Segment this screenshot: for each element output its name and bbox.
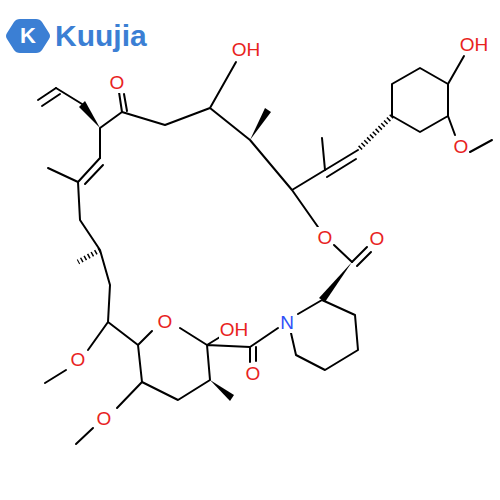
logo-icon (6, 19, 50, 53)
atom-label: N (279, 312, 295, 333)
atom-label: O (453, 136, 470, 157)
single-bonds (45, 56, 492, 444)
atom-label: O (317, 227, 334, 248)
atom-label: O (157, 311, 174, 332)
atom-label: O (109, 72, 126, 93)
wedge-bond (210, 380, 234, 401)
atom-label: OH (459, 34, 490, 55)
atom-label: OH (231, 39, 262, 60)
atom-label: O (70, 349, 87, 370)
atom-label: O (245, 363, 262, 384)
atom-label: O (96, 408, 113, 429)
hashed-bonds (78, 116, 392, 262)
wedge-bond (250, 108, 271, 140)
atom-label: OH (219, 319, 250, 340)
watermark-text: Kuujia (54, 20, 148, 52)
logo-letter: K (19, 24, 37, 48)
wedge-bond (319, 262, 352, 302)
wedge-bond (79, 101, 100, 128)
atom-label: O (369, 228, 386, 249)
double-bond-lines (38, 88, 371, 362)
